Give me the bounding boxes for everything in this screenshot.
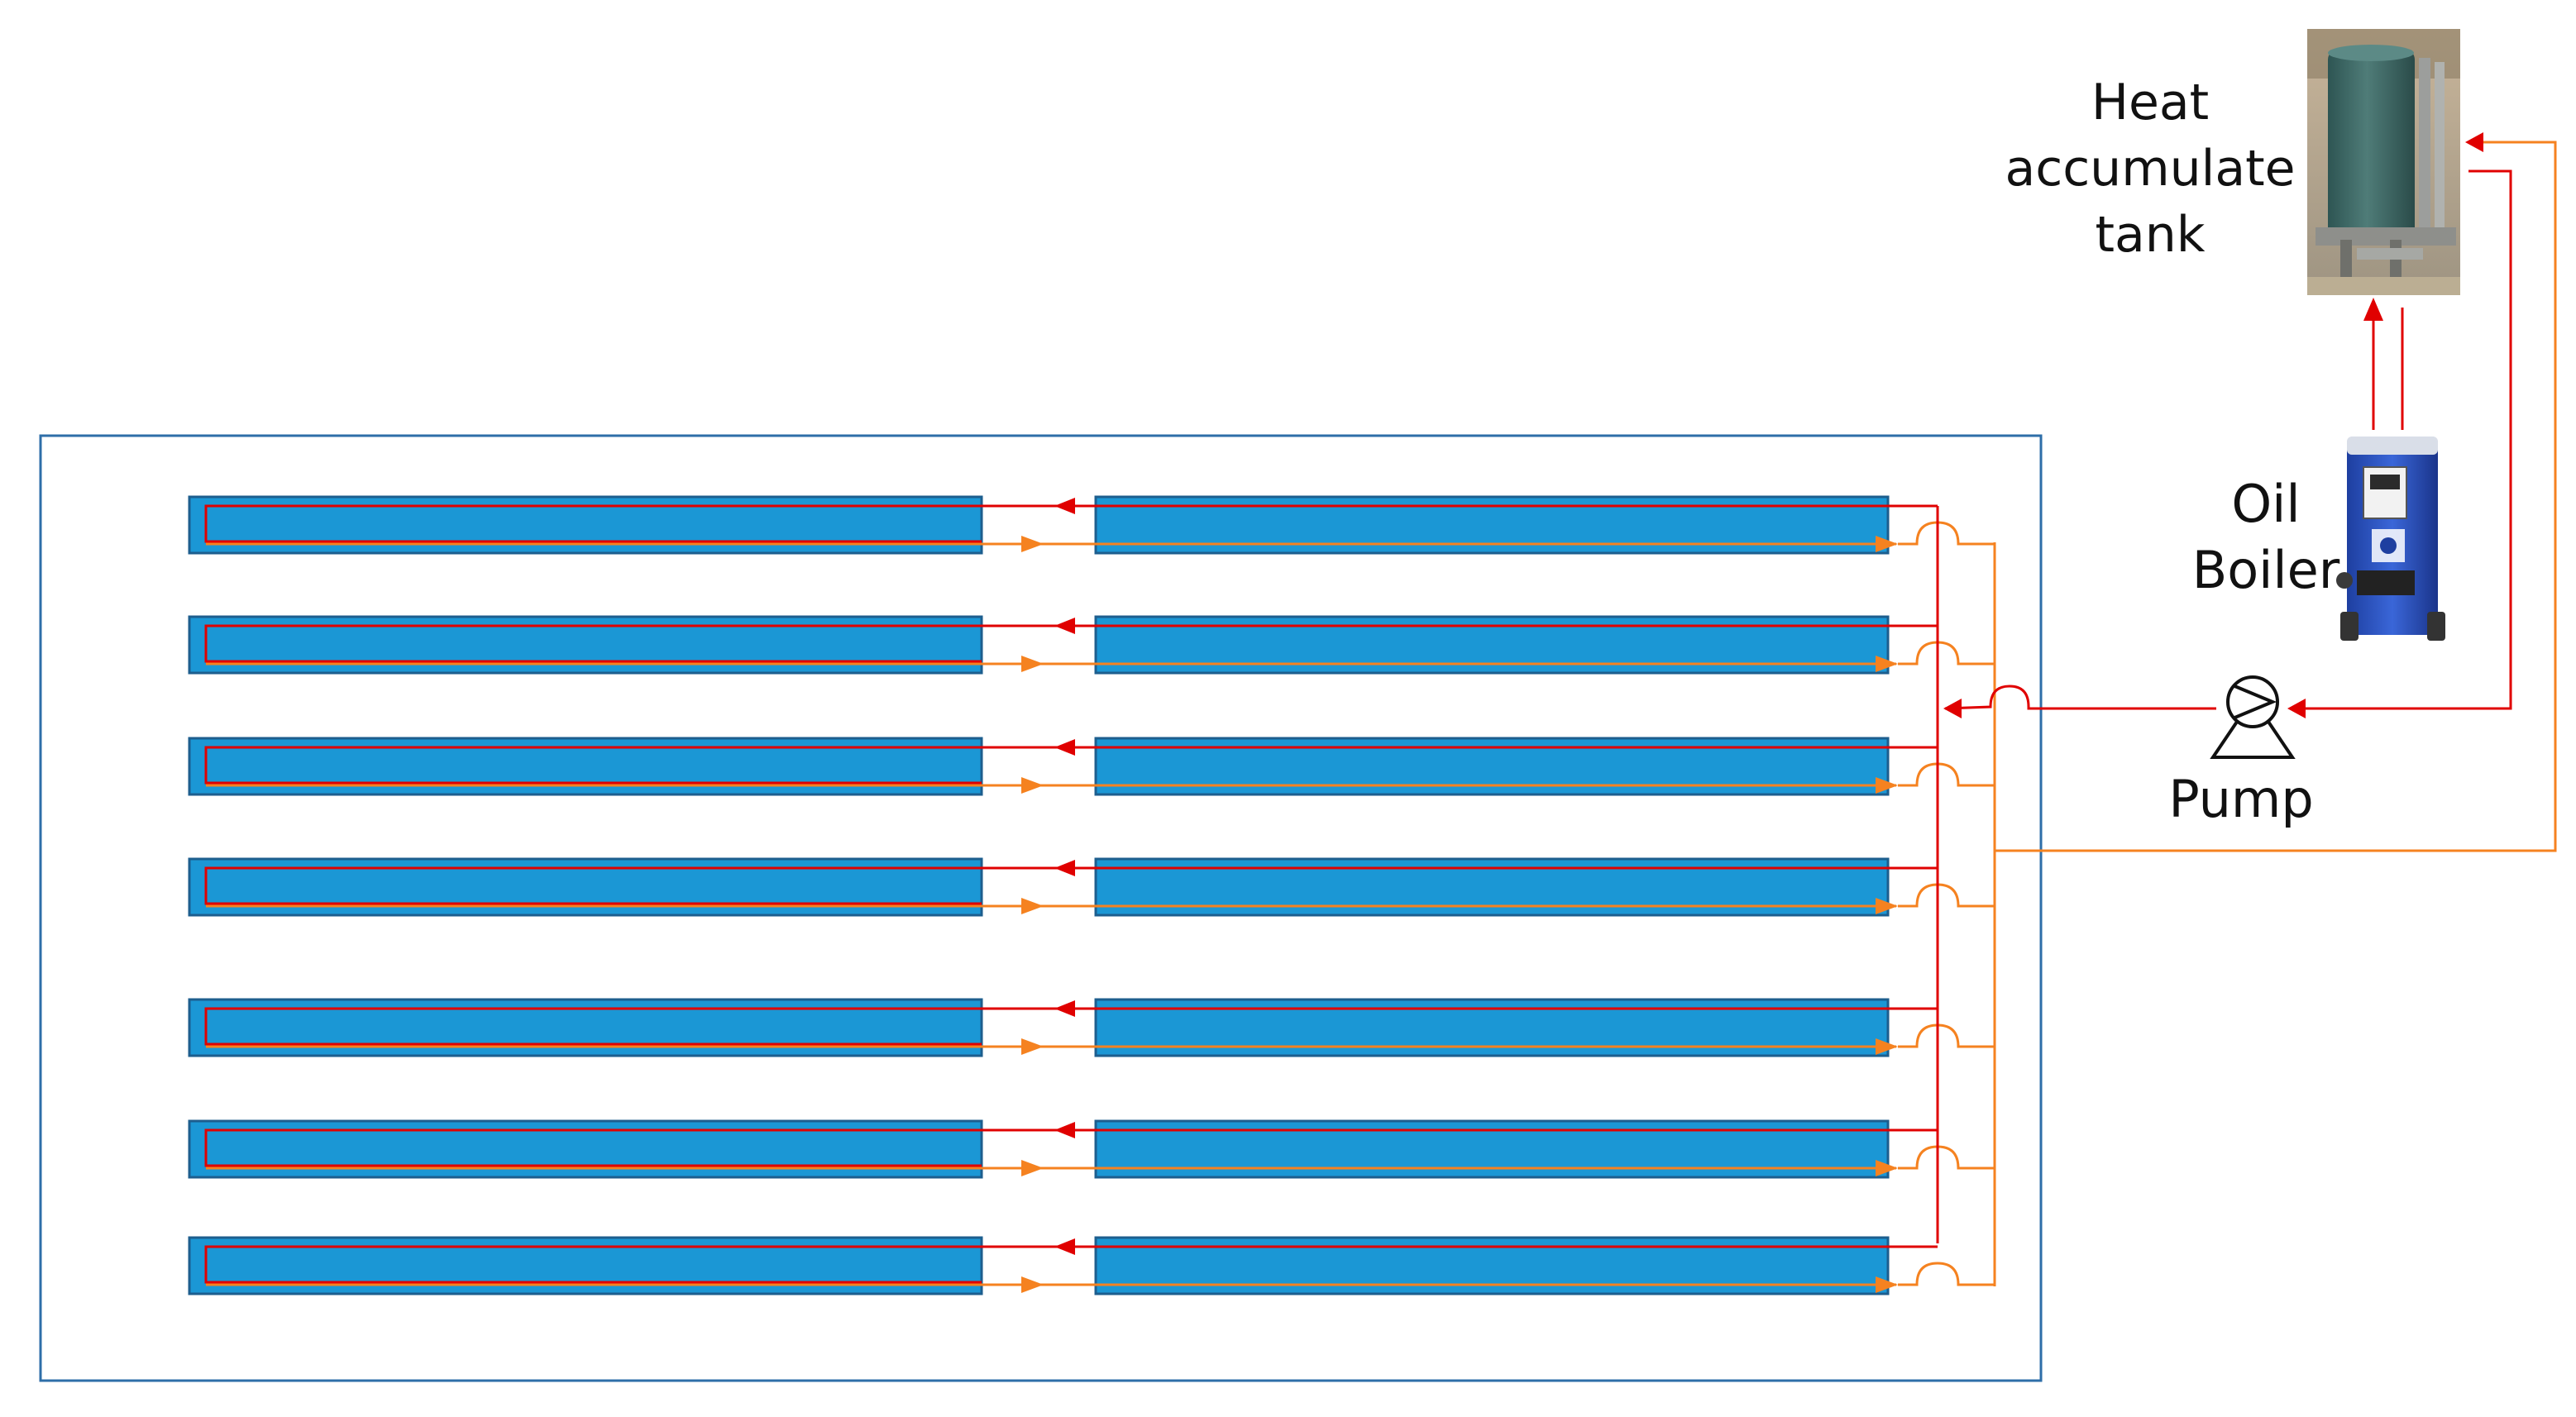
supply-line bbox=[204, 746, 1938, 785]
supply-arrow bbox=[1054, 1238, 1075, 1255]
return-crossover bbox=[1898, 1262, 1995, 1286]
return-arrow-left bbox=[1021, 536, 1044, 552]
return-arrow-right bbox=[1876, 656, 1898, 672]
pump-icon bbox=[2210, 675, 2296, 759]
supply-arrow bbox=[1054, 1122, 1075, 1138]
tank-label-line: accumulate bbox=[2005, 140, 2296, 198]
panel-row bbox=[188, 1119, 1995, 1179]
tank-label-line: tank bbox=[2095, 206, 2206, 264]
return-arrow-left bbox=[1021, 777, 1044, 794]
return-arrow-left bbox=[1021, 1276, 1044, 1293]
return-crossover bbox=[1898, 762, 1995, 787]
return-arrow-left bbox=[1021, 1038, 1044, 1055]
supply-line bbox=[204, 1007, 1938, 1046]
pump-label: Pump bbox=[2168, 769, 2314, 829]
return-pipe-to-tank bbox=[1995, 132, 2557, 852]
panel-row bbox=[188, 737, 1995, 796]
panel-row bbox=[188, 857, 1995, 917]
return-arrow-left bbox=[1021, 656, 1044, 672]
supply-arrow bbox=[1054, 860, 1075, 876]
return-arrow-right bbox=[1876, 536, 1898, 552]
boiler-label-line: Boiler bbox=[2191, 540, 2340, 600]
supply-pipe-from-pump bbox=[1943, 685, 2216, 718]
panel-row bbox=[188, 998, 1995, 1057]
return-crossover bbox=[1898, 883, 1995, 908]
return-arrow-right bbox=[1876, 777, 1898, 794]
return-crossover bbox=[1898, 1145, 1995, 1170]
return-arrow-left bbox=[1021, 898, 1044, 914]
supply-line bbox=[204, 866, 1938, 905]
supply-arrow bbox=[1054, 1000, 1075, 1017]
return-arrow-right bbox=[1876, 1160, 1898, 1176]
supply-line bbox=[204, 504, 1938, 543]
return-arrow-right bbox=[1876, 1038, 1898, 1055]
supply-pipe-tank-to-pump bbox=[2287, 169, 2512, 718]
boiler-label-line: Oil bbox=[2231, 474, 2301, 534]
oil-boiler-icon bbox=[2336, 437, 2445, 641]
panel-row bbox=[188, 495, 1995, 555]
panel-row bbox=[188, 1236, 1995, 1295]
tank-label-line: Heat bbox=[2091, 74, 2210, 131]
supply-line bbox=[204, 624, 1938, 663]
return-crossover bbox=[1898, 521, 1995, 546]
boiler-to-tank-pipes bbox=[2363, 298, 2404, 430]
return-arrow-right bbox=[1876, 1276, 1898, 1293]
supply-line bbox=[204, 1128, 1938, 1167]
return-crossover bbox=[1898, 1023, 1995, 1048]
heat-accumulate-tank-icon bbox=[2307, 29, 2460, 295]
supply-arrow bbox=[1054, 498, 1075, 514]
return-crossover bbox=[1898, 641, 1995, 666]
supply-arrow bbox=[1054, 618, 1075, 634]
supply-arrow bbox=[1054, 739, 1075, 756]
return-arrow-right bbox=[1876, 898, 1898, 914]
return-arrow-left bbox=[1021, 1160, 1044, 1176]
greenhouse-enclosure bbox=[39, 434, 2043, 1382]
panel-row bbox=[188, 615, 1995, 675]
supply-line bbox=[204, 1245, 1938, 1284]
heat-accumulate-tank-label: Heat accumulate tank bbox=[1985, 69, 2316, 268]
